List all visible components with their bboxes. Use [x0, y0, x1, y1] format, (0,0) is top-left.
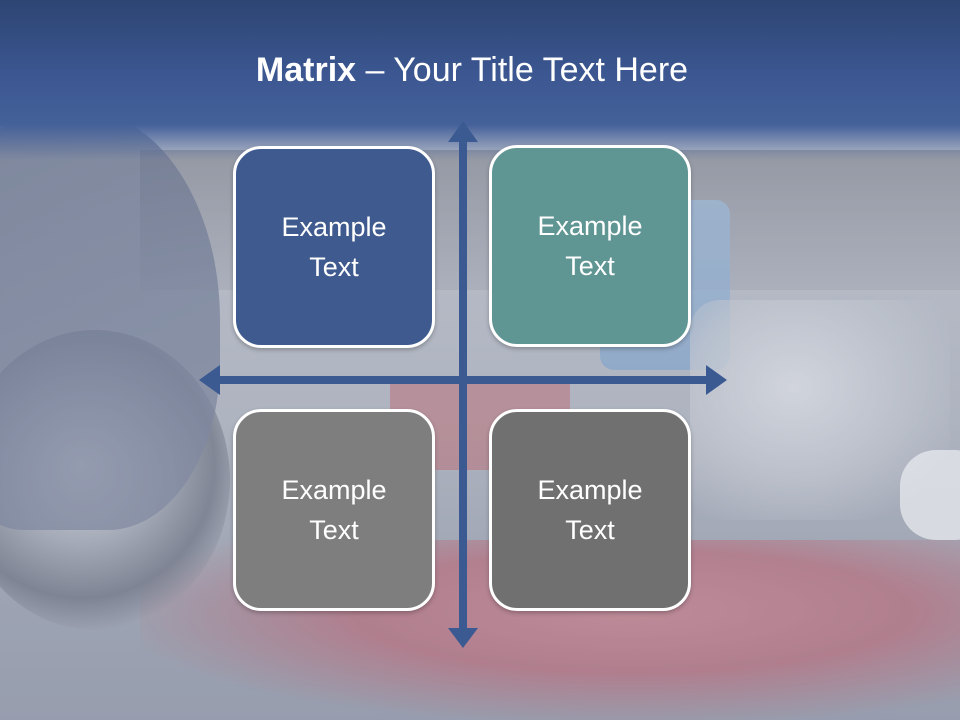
- horizontal-axis-arrow-right: [706, 365, 727, 395]
- quadrant-top-right-text: Example Text: [537, 211, 643, 281]
- vertical-axis-arrow-down: [448, 628, 478, 648]
- mechanic-figure: [0, 110, 220, 530]
- quadrant-bottom-left[interactable]: Example Text: [233, 409, 435, 611]
- quadrant-bottom-right-text: Example Text: [537, 475, 643, 545]
- quadrant-bottom-right[interactable]: Example Text: [489, 409, 691, 611]
- title-strong: Matrix: [255, 51, 357, 89]
- axis-group: [199, 121, 727, 648]
- vertical-axis-arrow-up: [448, 121, 478, 142]
- horizontal-axis: [218, 376, 710, 384]
- quadrant-top-left[interactable]: Example Text: [233, 146, 435, 348]
- title-band: [0, 0, 960, 160]
- horizontal-axis-arrow-left: [199, 365, 220, 395]
- cloth: [900, 450, 960, 540]
- slide-title[interactable]: Matrix – Your Title Text Here: [0, 46, 944, 94]
- quadrant-top-left-text: Example Text: [281, 212, 387, 282]
- vertical-axis: [459, 140, 467, 630]
- quadrant-top-right[interactable]: Example Text: [489, 145, 691, 347]
- title-rest: – Your Title Text Here: [356, 51, 689, 89]
- quadrant-bottom-left-text: Example Text: [281, 475, 387, 545]
